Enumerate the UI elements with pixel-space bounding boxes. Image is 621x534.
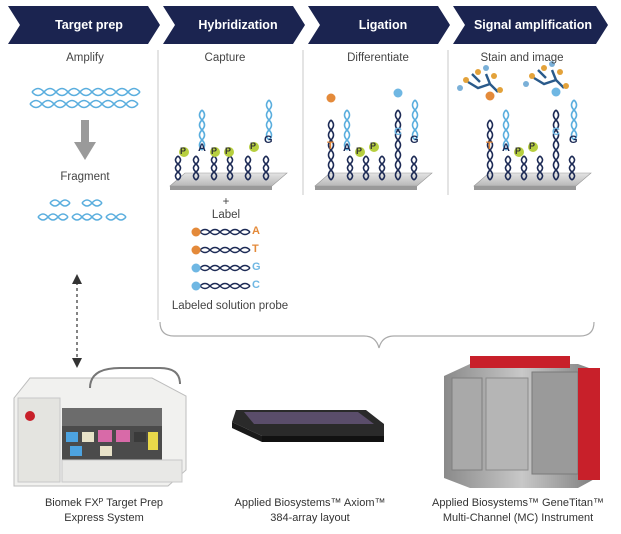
caption-axiom: Applied Biosystems™ Axiom™ 384-array lay… bbox=[220, 496, 400, 526]
signal-amplification-array bbox=[457, 61, 592, 190]
stage-label-ligation: Ligation bbox=[358, 18, 408, 32]
caption-axiom-line2: 384-array layout bbox=[270, 512, 350, 524]
caption-axiom-line1: Applied Biosystems™ Axiom™ bbox=[234, 497, 386, 509]
amplified-dna-icon bbox=[29, 87, 141, 109]
step-stain: Stain and image bbox=[480, 52, 564, 64]
axiom-array-plate-image bbox=[232, 410, 384, 442]
probe-base-g: G bbox=[252, 261, 261, 273]
hyb-base-p1: P bbox=[180, 146, 187, 156]
hyb-base-p3: P bbox=[225, 146, 232, 156]
lig-base-a: A bbox=[343, 142, 351, 154]
grouping-brace bbox=[159, 321, 595, 349]
caption-biomek-line1: Biomek FXᴾ Target Prep bbox=[44, 497, 164, 509]
probe-base-c: C bbox=[252, 279, 260, 291]
antibody-cluster-left-icon bbox=[457, 65, 503, 101]
ligation-array bbox=[314, 88, 433, 190]
step-capture: Capture bbox=[204, 52, 246, 64]
step-labeled-probe: Labeled solution probe bbox=[171, 300, 289, 312]
sig-base-a: A bbox=[502, 142, 510, 154]
banner-chevrons bbox=[8, 6, 608, 44]
hyb-base-p2: P bbox=[211, 146, 218, 156]
stage-label-signal-amplification: Signal amplification bbox=[473, 18, 593, 32]
caption-genetitan-line2: Multi-Channel (MC) Instrument bbox=[442, 512, 594, 524]
step-differentiate: Differentiate bbox=[347, 52, 409, 64]
probe-base-t: T bbox=[252, 243, 259, 255]
lig-base-g: G bbox=[410, 134, 419, 146]
biomek-instrument-image bbox=[13, 367, 187, 487]
hyb-base-a: A bbox=[198, 142, 206, 154]
sig-base-g: G bbox=[569, 134, 578, 146]
fragmented-dna-icon bbox=[37, 199, 127, 221]
dashed-connector-arrow bbox=[72, 274, 82, 368]
sig-base-p1: P bbox=[515, 146, 522, 156]
hyb-base-g: G bbox=[264, 134, 273, 146]
chevron-signal-amplification bbox=[453, 6, 608, 44]
caption-genetitan-line1: Applied Biosystems™ GeneTitan™ bbox=[432, 497, 604, 509]
caption-biomek-line2: Express System bbox=[64, 512, 144, 524]
step-amplify: Amplify bbox=[66, 52, 104, 64]
chevron-ligation bbox=[308, 6, 450, 44]
labeled-probes bbox=[191, 227, 251, 291]
sig-base-p2: P bbox=[529, 141, 536, 151]
lig-base-c: C bbox=[394, 126, 402, 138]
lig-base-p2: P bbox=[370, 141, 377, 151]
caption-biomek: Biomek FXᴾ Target Prep Express System bbox=[14, 496, 194, 526]
step-fragment: Fragment bbox=[60, 171, 110, 183]
genetitan-instrument-image bbox=[444, 356, 600, 488]
step-label: Label bbox=[211, 209, 241, 221]
down-arrow-icon bbox=[74, 120, 96, 160]
sig-base-c: C bbox=[552, 126, 560, 138]
caption-genetitan: Applied Biosystems™ GeneTitan™ Multi-Cha… bbox=[420, 496, 616, 526]
lig-base-t: T bbox=[327, 140, 334, 152]
chevron-hybridization bbox=[163, 6, 305, 44]
antibody-cluster-right-icon bbox=[523, 61, 569, 97]
hyb-base-p4: P bbox=[250, 141, 257, 151]
chevron-target-prep bbox=[8, 6, 160, 44]
lig-base-p1: P bbox=[356, 146, 363, 156]
stage-label-hybridization: Hybridization bbox=[198, 18, 278, 32]
probe-base-a: A bbox=[252, 225, 260, 237]
stage-label-target-prep: Target prep bbox=[55, 18, 123, 32]
step-plus: + bbox=[222, 196, 230, 208]
hybridization-array bbox=[169, 99, 288, 190]
sig-base-t: T bbox=[486, 140, 493, 152]
